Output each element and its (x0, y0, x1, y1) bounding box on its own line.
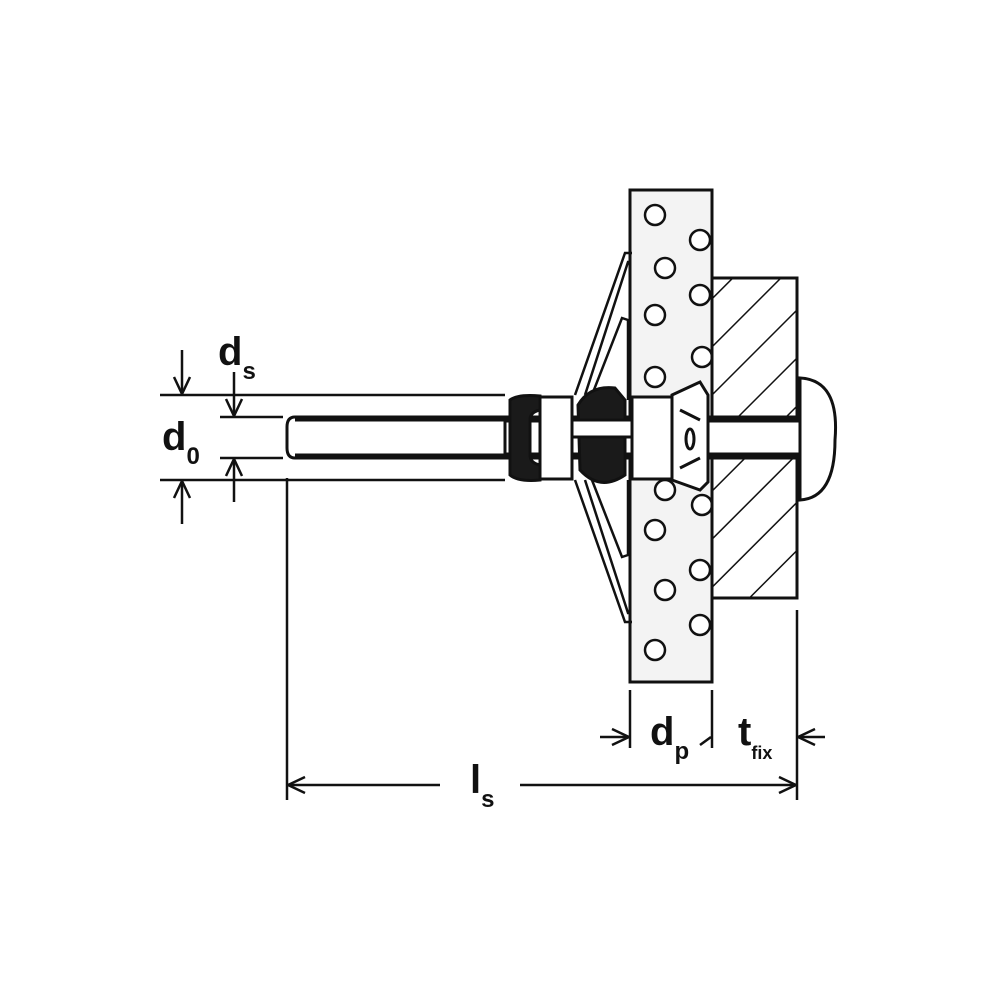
label-ds-sub: s (242, 358, 256, 385)
anchor-wings (573, 251, 632, 624)
label-dp: dp (650, 710, 689, 764)
label-ls-main: l (470, 758, 482, 802)
anchor-plug (508, 394, 542, 482)
label-d0: d0 (162, 415, 200, 469)
label-dp-main: d (650, 710, 675, 754)
label-ls-sub: s (481, 786, 495, 813)
board-holes (643, 203, 714, 662)
anchor-teeth (670, 380, 710, 492)
label-ls: ls (470, 758, 494, 812)
dimension-lines (160, 350, 825, 800)
label-tfix-main: t (738, 710, 752, 754)
label-tfix: tfix (738, 710, 772, 762)
label-ds-main: d (218, 330, 243, 374)
label-d0-sub: 0 (186, 443, 200, 470)
label-ds: ds (218, 330, 256, 384)
anchor-collar (630, 395, 674, 481)
screw-head (798, 376, 838, 502)
label-d0-main: d (162, 415, 187, 459)
label-tfix-sub: fix (751, 743, 773, 763)
label-dp-sub: p (674, 738, 690, 765)
bolt-end (285, 415, 507, 460)
